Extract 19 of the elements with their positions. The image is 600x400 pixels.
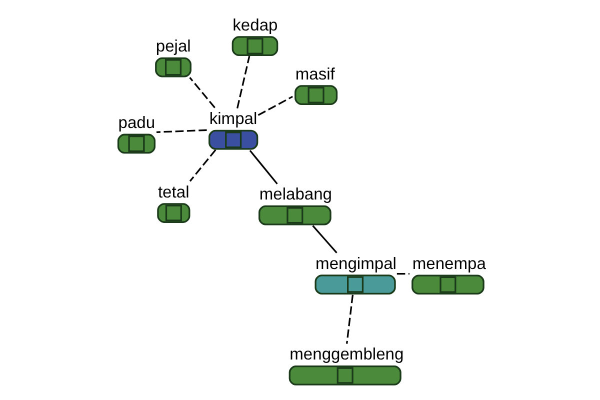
connector	[396, 273, 409, 275]
connector	[156, 129, 206, 133]
node-label: kimpal	[208, 109, 257, 128]
connector	[257, 96, 292, 116]
connector	[188, 149, 216, 182]
connector	[188, 77, 215, 108]
node-label: tetal	[157, 182, 189, 202]
node-label: mengimpal	[315, 254, 396, 273]
node-label: padu	[118, 113, 155, 132]
connector	[345, 294, 354, 344]
node-label: melabang	[258, 184, 332, 204]
node-label: menempa	[412, 254, 486, 273]
node-label: pejal	[155, 36, 190, 56]
node-label: masif	[294, 64, 334, 84]
node-label: menggembleng	[289, 344, 404, 364]
connector	[236, 56, 250, 108]
node-label: kedap	[232, 15, 278, 34]
connector	[248, 150, 278, 184]
connector	[312, 225, 337, 254]
